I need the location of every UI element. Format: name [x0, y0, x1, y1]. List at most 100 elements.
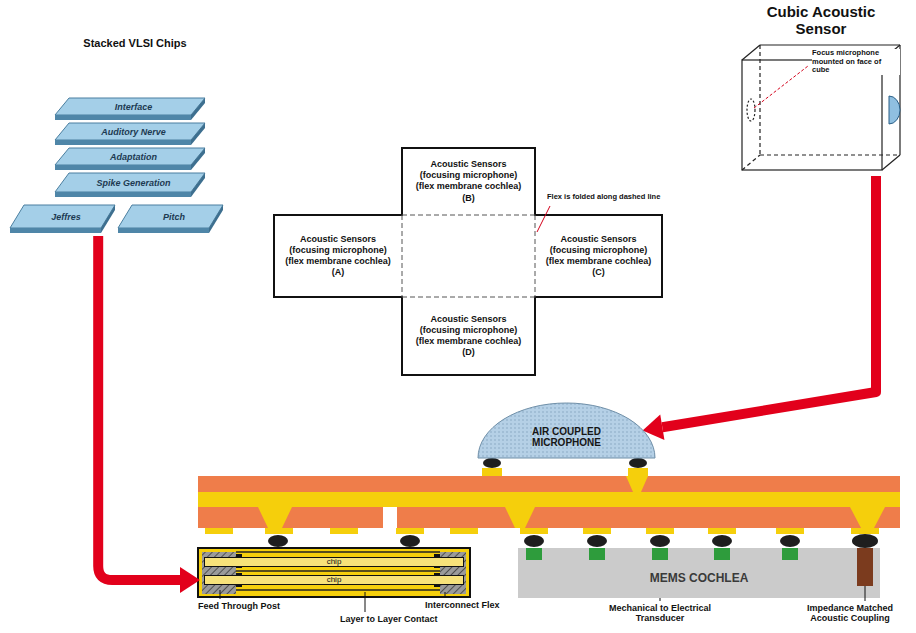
interconnect-flex-board [198, 492, 900, 507]
arrow-head [180, 567, 200, 593]
node-text: chip [327, 558, 342, 566]
node-text: Adaptation [110, 152, 157, 162]
node-text: Interface [115, 102, 153, 112]
solder-bump [268, 458, 878, 548]
solder-bump [780, 535, 800, 547]
board-pad [330, 528, 358, 534]
node-text: Pitch [163, 212, 185, 222]
solder-bump [524, 535, 544, 547]
callout-label: Focus microphone mounted on face of cube [812, 49, 900, 75]
chip-edge [55, 192, 191, 197]
interconnect-flex-board [198, 476, 900, 528]
interconnect-flex-board [198, 507, 900, 528]
mems-cochlea-body [518, 548, 880, 598]
cube-outline [759, 45, 760, 155]
focus-microphone [889, 96, 900, 124]
board-pad [776, 528, 804, 534]
air-coupled-microphone: AIR COUPLED MICROPHONE [478, 403, 655, 458]
acoustic-coupling [857, 548, 873, 586]
chip-side [209, 205, 223, 233]
callout-label: Flex is folded along dashed line [547, 193, 687, 202]
chip-package [198, 548, 470, 597]
cube-outline [882, 155, 900, 170]
cubic-acoustic-sensor: Cubic Acoustic Sensor [742, 60, 882, 170]
interconnect-flex-board [626, 476, 648, 492]
cube-outline [742, 60, 882, 170]
node-text: Acoustic Sensors (focusing microphone) (… [413, 314, 525, 346]
board-pad [628, 468, 648, 476]
node-text: Auditory Nerve [101, 127, 166, 137]
chip-side [101, 205, 115, 233]
node-text: Jeffres [51, 212, 80, 222]
chip-edge [10, 228, 101, 233]
vlsi-chip-layer: Spike Generation [55, 173, 205, 197]
board-pad [205, 468, 879, 534]
fold-line [402, 297, 535, 298]
chip-top-face [55, 123, 205, 140]
callout-label: Stacked VLSI Chips [70, 37, 200, 50]
node-text: AIR COUPLED MICROPHONE [517, 426, 617, 448]
callout-label: Feed Through Post [198, 601, 308, 611]
vlsi-chip-layer: Jeffres [10, 205, 115, 233]
dome-outline [478, 403, 655, 458]
solder-bump [852, 534, 878, 548]
cube-outline [760, 44, 900, 45]
chip-package [236, 589, 440, 591]
solder-bump [268, 535, 288, 547]
callout-label: Impedance Matched Acoustic Coupling [800, 603, 900, 624]
vlsi-chip-layer: Auditory Nerve [55, 123, 205, 145]
node-text: Acoustic Sensors (focusing microphone) (… [282, 234, 394, 266]
chip: chip [204, 557, 464, 567]
chip-top-face [118, 205, 223, 228]
panel-letter: (A) [332, 267, 345, 278]
node-text: Cubic Acoustic Sensor [742, 3, 900, 38]
interconnect-flex-board [198, 476, 900, 492]
arrow-shaft [662, 176, 876, 427]
leader-line [660, 598, 661, 601]
acoustic-sensor-panel: Acoustic Sensors (focusing microphone) (… [274, 215, 402, 297]
solder-bump [483, 458, 501, 468]
callout-label: Interconnect Flex [425, 600, 515, 610]
solder-bump [400, 535, 420, 547]
vlsi-chip-layer: Interface [55, 98, 205, 120]
board-pad [205, 528, 233, 534]
acoustic-sensor-panel: Acoustic Sensors (focusing microphone) (… [535, 215, 662, 297]
solder-bump [650, 535, 670, 547]
board-pad [450, 528, 478, 534]
interconnect-flex-board [505, 507, 535, 528]
node-text: Spike Generation [96, 178, 170, 188]
solder-bump [629, 458, 647, 468]
solder-bump [712, 535, 732, 547]
chip-package [236, 570, 440, 572]
interconnect-flex-board [258, 507, 292, 528]
vlsi-chip-layer: Adaptation [55, 148, 205, 170]
board-pad [583, 528, 611, 534]
fold-line [402, 215, 535, 297]
leader-line [865, 586, 866, 601]
cube-outline [742, 155, 760, 170]
solder-bump [587, 535, 607, 547]
transducer [652, 548, 668, 560]
transducer [589, 548, 605, 560]
board-pad [265, 528, 293, 534]
cube-outline [747, 99, 755, 121]
chip-side [191, 123, 205, 145]
leader-line [754, 66, 808, 108]
cube-outline [760, 154, 900, 155]
leader-line [220, 590, 221, 599]
transducer [526, 548, 798, 560]
chip-edge [118, 228, 209, 233]
node-text: Acoustic Sensors (focusing microphone) (… [543, 234, 655, 266]
board-pad [851, 528, 879, 534]
leader-line [537, 206, 550, 232]
fold-line [402, 215, 535, 216]
transducer [526, 548, 542, 560]
chip-edge [55, 165, 191, 170]
leader-line [365, 592, 366, 612]
acoustic-sensor-panel: Acoustic Sensors (focusing microphone) (… [402, 297, 535, 375]
chip-top-face [55, 98, 205, 115]
chip-top-face [55, 148, 205, 165]
fold-line [535, 215, 536, 297]
panel-letter: (C) [592, 267, 605, 278]
